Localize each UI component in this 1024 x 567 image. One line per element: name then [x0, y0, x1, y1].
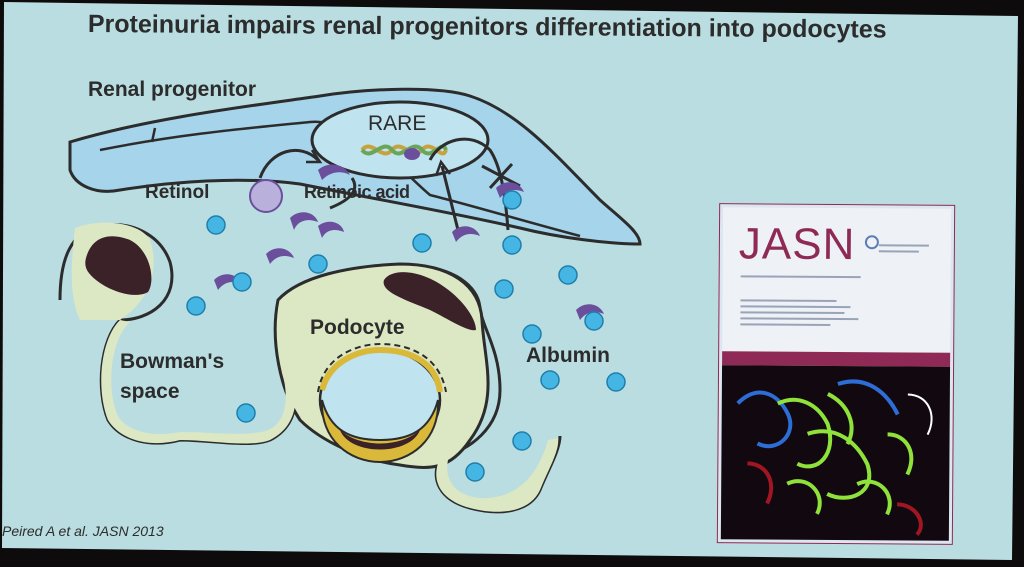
progenitor-nucleus	[310, 100, 490, 180]
citation: Peired A et al. JASN 2013	[2, 523, 164, 539]
journal-cover-art	[716, 203, 956, 545]
glomerular-capillary	[317, 342, 447, 464]
label-retinoic-acid: Retinoic acid	[304, 182, 410, 202]
label-renal-progenitor: Renal progenitor	[88, 78, 257, 101]
journal-cover: JASN	[716, 203, 956, 545]
podocyte-nucleus	[383, 272, 476, 331]
label-space: space	[120, 380, 180, 403]
retinol-molecule	[249, 179, 283, 213]
journal-title: JASN	[738, 219, 856, 270]
label-podocyte: Podocyte	[310, 316, 405, 339]
label-rare: RARE	[368, 112, 427, 135]
albumin-molecules	[186, 190, 626, 482]
label-retinol: Retinol	[145, 182, 210, 203]
label-albumin: Albumin	[526, 344, 610, 367]
label-bowmans: Bowman's	[120, 350, 225, 373]
capsule-nucleus	[85, 236, 152, 295]
